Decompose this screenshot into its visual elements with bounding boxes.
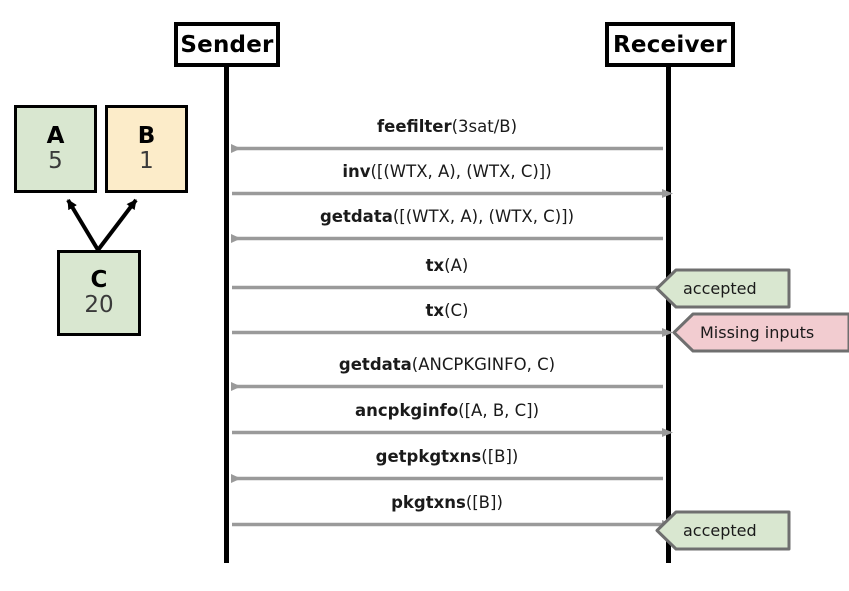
- tx-edge-c-to-b: [96, 198, 138, 252]
- message-label-8: pkgtxns([B]): [391, 493, 503, 512]
- message-name-7: getpkgtxns: [375, 447, 482, 466]
- message-args-0: (3sat/B): [451, 117, 518, 136]
- message-label-3: tx(A): [426, 256, 469, 275]
- message-label-1: inv([(WTX, A), (WTX, C)]): [342, 162, 551, 181]
- message-label-7: getpkgtxns([B]): [376, 447, 519, 466]
- message-name-4: tx: [425, 301, 445, 320]
- tx-node-a-id: A: [46, 122, 65, 149]
- message-args-1: ([(WTX, A), (WTX, C)]): [370, 162, 552, 181]
- tx-node-c[interactable]: C 20: [57, 250, 141, 336]
- message-args-2: ([(WTX, A), (WTX, C)]): [392, 207, 575, 226]
- tx-node-b-id: B: [137, 122, 156, 149]
- message-name-6: ancpkginfo: [354, 401, 459, 420]
- participant-header-receiver[interactable]: Receiver: [605, 22, 735, 67]
- badge-shape-accepted-a: [655, 268, 791, 309]
- message-label-0: feefilter(3sat/B): [377, 117, 517, 136]
- message-name-3: tx: [425, 256, 445, 275]
- message-args-8: ([B]): [465, 493, 503, 512]
- status-badge-accepted-a: accepted: [657, 270, 789, 307]
- message-name-1: inv: [342, 162, 371, 181]
- participant-label-receiver: Receiver: [613, 31, 727, 58]
- message-label-5: getdata(ANCPKGINFO, C): [339, 355, 555, 374]
- status-badge-accepted-b: accepted: [657, 512, 789, 549]
- status-badge-missing-inputs: Missing inputs: [674, 314, 849, 351]
- message-args-7: ([B]): [481, 447, 519, 466]
- message-args-5: (ANCPKGINFO, C): [411, 355, 556, 374]
- message-args-6: ([A, B, C]): [458, 401, 540, 420]
- tx-node-a-value: 5: [48, 147, 63, 174]
- status-badge-missing-inputs-label: Missing inputs: [700, 323, 815, 342]
- status-badge-accepted-b-label: accepted: [683, 521, 757, 540]
- participant-label-sender: Sender: [180, 31, 274, 58]
- message-name-5: getdata: [338, 355, 412, 374]
- message-label-4: tx(C): [426, 301, 469, 320]
- tx-node-b-value: 1: [139, 147, 154, 174]
- message-name-2: getdata: [319, 207, 393, 226]
- tx-node-a[interactable]: A 5: [14, 105, 97, 193]
- message-args-4: (C): [444, 301, 469, 320]
- message-args-3: (A): [444, 256, 469, 275]
- tx-node-c-id: C: [90, 266, 108, 293]
- tx-node-b[interactable]: B 1: [105, 105, 188, 193]
- tx-edge-c-to-a: [66, 198, 100, 252]
- badge-shape-missing-inputs: [672, 312, 849, 353]
- message-label-2: getdata([(WTX, A), (WTX, C)]): [320, 207, 574, 226]
- participant-header-sender[interactable]: Sender: [174, 22, 280, 67]
- message-label-6: ancpkginfo([A, B, C]): [355, 401, 539, 420]
- message-name-8: pkgtxns: [391, 493, 466, 512]
- message-name-0: feefilter: [376, 117, 452, 136]
- tx-node-c-value: 20: [84, 291, 114, 318]
- status-badge-accepted-a-label: accepted: [683, 279, 757, 298]
- badge-shape-accepted-b: [655, 510, 791, 551]
